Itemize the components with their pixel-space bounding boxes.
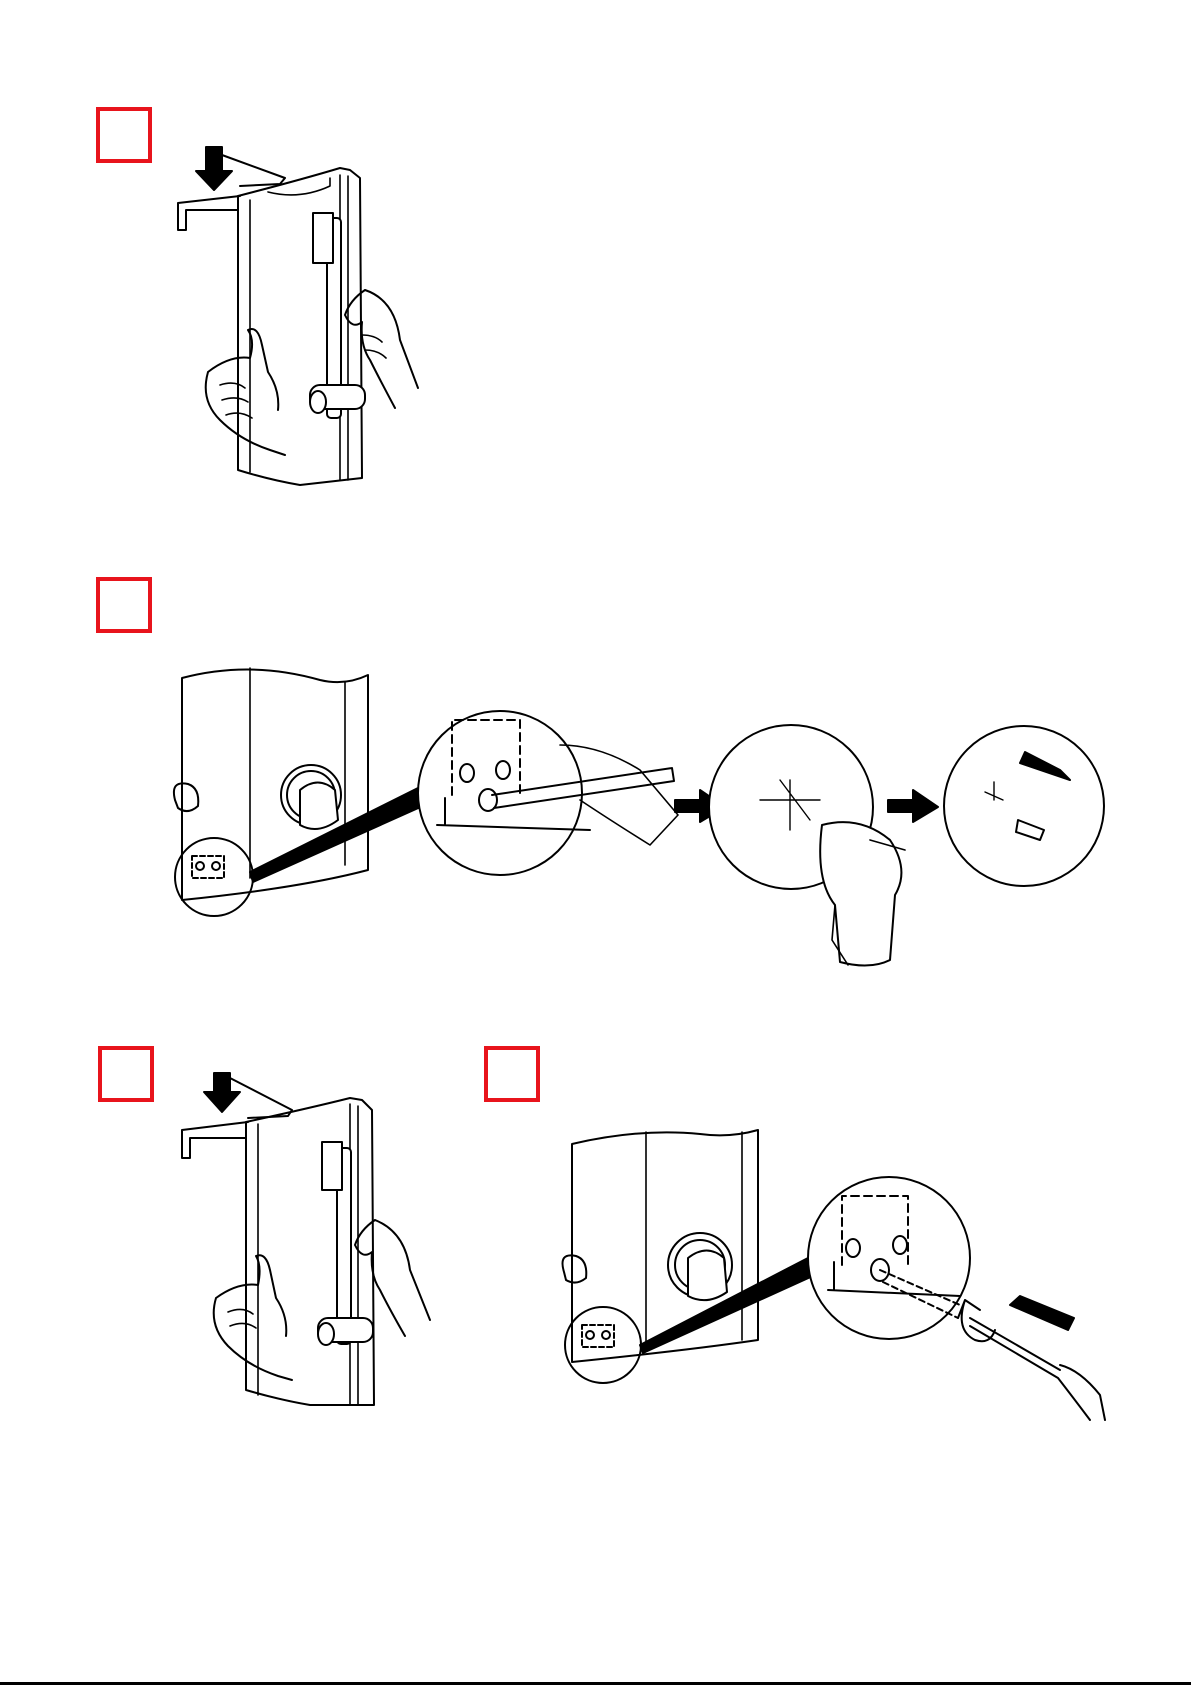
left-hand: [206, 329, 285, 455]
zoom-wedge: [250, 788, 425, 882]
column-panel: [246, 1098, 374, 1405]
drill-icon: [820, 822, 901, 965]
step-4-illustration: [563, 1130, 1106, 1420]
column-panel: [238, 168, 362, 485]
left-hand: [214, 1255, 292, 1380]
arrow-down-icon: [204, 1073, 240, 1112]
top-bracket: [182, 1078, 292, 1158]
arrow-diagonal-icon: [1010, 1296, 1074, 1330]
step-3-illustration: [182, 1073, 430, 1405]
column-panel-front: [572, 1130, 758, 1362]
screwdriver-icon: [970, 1318, 1105, 1420]
detail-circle-screw: [808, 1177, 970, 1339]
step-2-illustration: [174, 668, 1104, 966]
arrow-right-icon: [888, 790, 938, 822]
detail-circle-plug: [944, 726, 1104, 886]
step-1-illustration: [178, 147, 418, 485]
arrow-down-icon: [196, 147, 232, 190]
zoom-wedge: [640, 1258, 815, 1353]
detail-circle-small: [565, 1307, 641, 1383]
